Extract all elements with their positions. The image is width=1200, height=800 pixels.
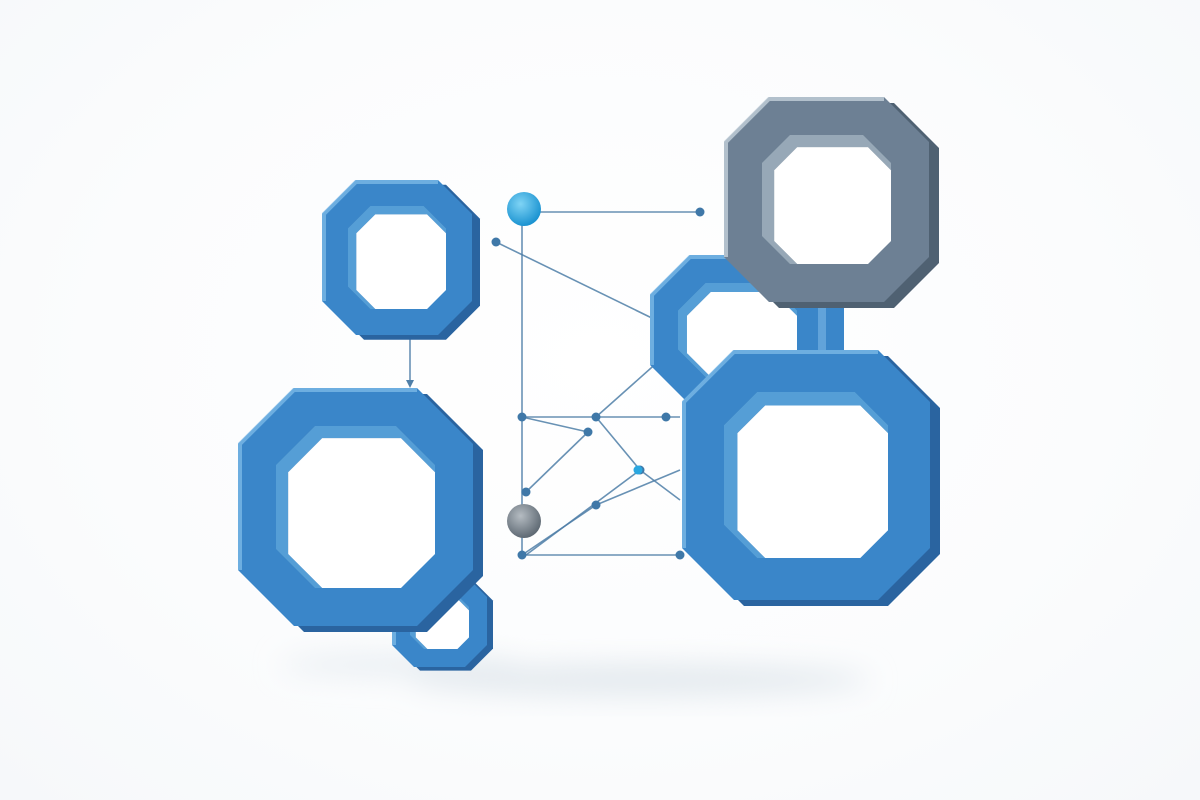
frame-large-right-highlight — [682, 350, 878, 548]
frame-top-left — [322, 180, 480, 340]
connector-pillar-highlight — [818, 298, 826, 358]
network-node — [583, 427, 593, 437]
network-line — [595, 416, 641, 471]
frame-top-left-hole — [356, 214, 446, 309]
frame-large-left — [238, 388, 483, 632]
network-node — [517, 412, 527, 422]
network-line — [595, 469, 681, 506]
network-node — [491, 237, 501, 247]
network-lines — [406, 211, 700, 556]
frame-gray-top-right-hole — [774, 147, 891, 264]
network-node — [695, 207, 705, 217]
gray-sphere — [507, 504, 541, 538]
cyan-sphere — [507, 192, 541, 226]
network-line — [525, 431, 589, 493]
frame-gray-top-right — [724, 97, 939, 308]
frame-large-right — [682, 350, 940, 606]
frame-large-right-hole — [737, 405, 888, 558]
arrow-tip-icon — [406, 380, 414, 388]
frames-front-layer — [238, 350, 940, 671]
network-line — [525, 469, 641, 556]
frame-large-left-highlight — [238, 388, 417, 570]
ground-shadows — [280, 655, 870, 696]
network-node — [661, 412, 671, 422]
network-line — [495, 241, 661, 323]
network-node — [521, 487, 531, 497]
network-line — [639, 469, 681, 501]
network-node — [517, 550, 527, 560]
frame-large-left-hole — [288, 438, 435, 588]
network-node — [591, 500, 601, 510]
network-nodes — [491, 192, 705, 560]
network-node — [675, 550, 685, 560]
frame-gray-top-right-highlight — [724, 97, 884, 257]
network-line — [595, 359, 661, 418]
network-node — [591, 412, 601, 422]
network-line — [521, 504, 597, 556]
network-node-cyan — [633, 465, 643, 475]
network-line — [521, 416, 589, 433]
frame-top-left-highlight — [322, 180, 438, 301]
